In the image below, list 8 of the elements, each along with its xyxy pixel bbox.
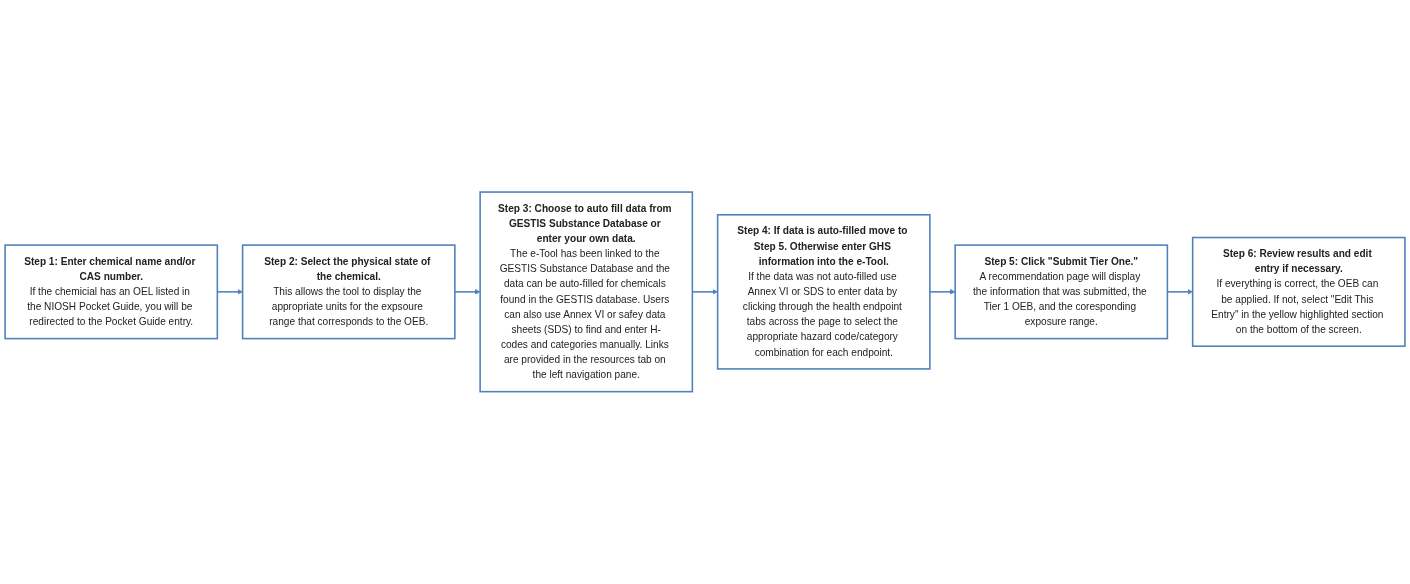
arrow <box>929 289 956 295</box>
node-box: Step 3: Choose to auto fill data from GESTIS Substance Database or enter your own data. The e-Tool has been linked to the GESTIS Substance Database and the data can be auto-filled for chemicals found in the GESTIS database. Users can also use Annex VI or safey data sheets (SDS) to find and enter H-codes and categories manually. Links are provided in the resources tab on the left navigation pane. <box>479 191 694 393</box>
node-box: Step 2: Select the physical state of the chemical. This allows the tool to display the appropriate units for the expsoure range that corresponds to the OEB. <box>241 244 456 340</box>
node-box: Step 5: Click "Submit Tier One." A recommendation page will display the information that was submitted, the Tier 1 OEB, and the coresponding exposure range. <box>954 244 1169 340</box>
node-box: Step 6: Review results and edit entry if necessary. If everything is correct, the OEB can be applied. If not, select "Edit This Entry" in the yellow highlighted section on the bottom of the screen. <box>1191 236 1406 348</box>
node-box: Step 4: If data is auto-filled move to Step 5. Otherwise enter GHS information into the e-Tool. If the data was not auto-filled use Annex VI or SDS to enter data by clicking through the health endpoint tabs across the page to select the appropriate hazard code/category combination for each endpoint. <box>716 214 931 370</box>
node-box: Step 1: Enter chemical name and/or CAS number. If the chemicial has an OEL listed in the NIOSH Pocket Guide, you will be redirected to the Pocket Guide entry. <box>4 244 219 340</box>
arrow <box>454 289 481 295</box>
